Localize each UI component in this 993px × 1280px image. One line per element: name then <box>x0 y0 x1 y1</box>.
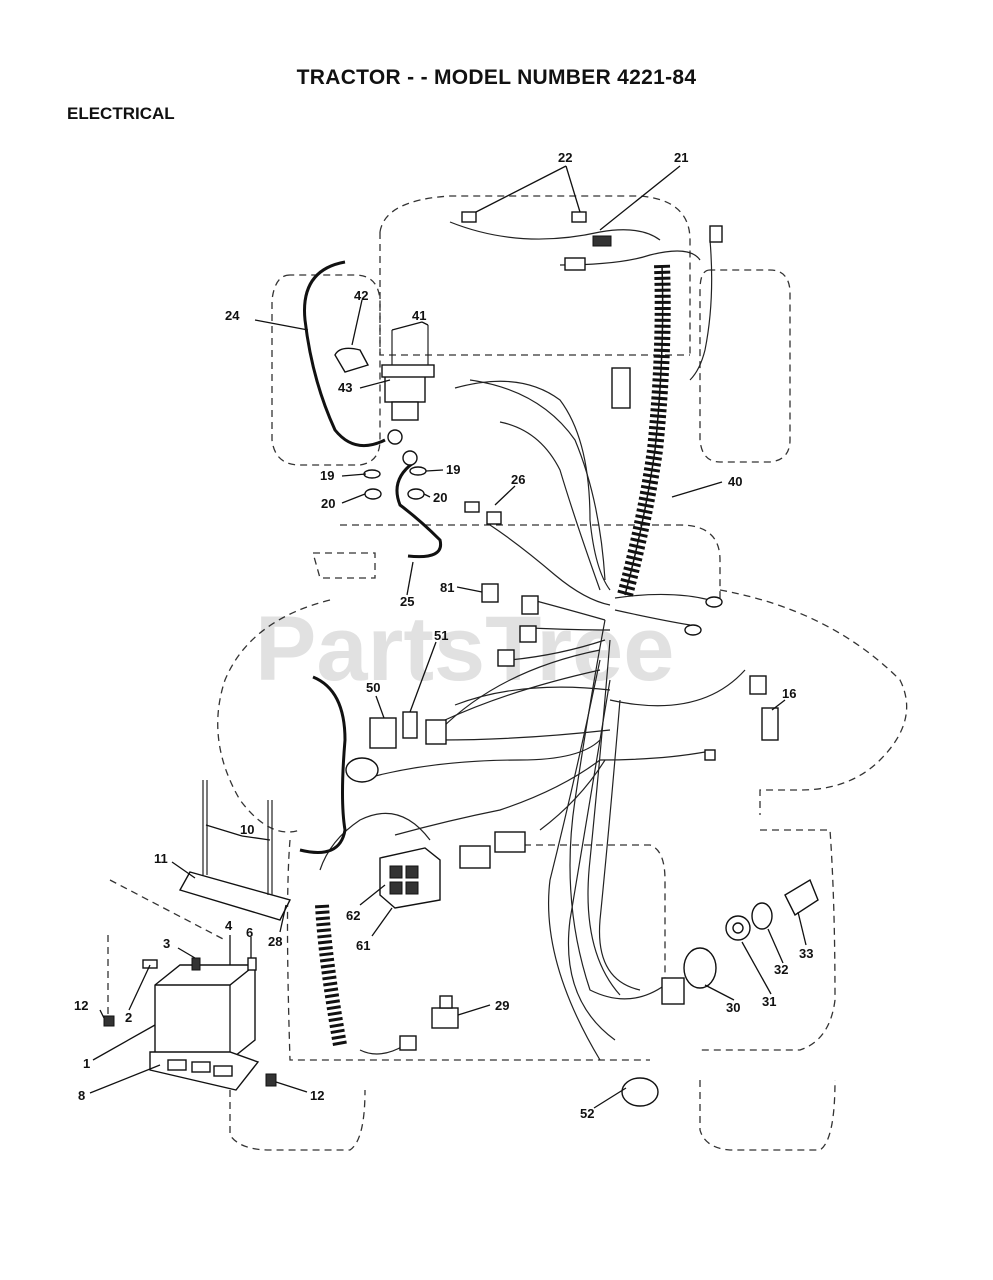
wiring-harness <box>319 221 746 1061</box>
callout-22: 22 <box>558 150 572 165</box>
callout-20-right: 20 <box>433 490 447 505</box>
callout-12-left: 12 <box>74 998 88 1013</box>
conduit-40 <box>617 264 671 598</box>
callout-50: 50 <box>366 680 380 695</box>
switch-parts <box>431 878 819 1107</box>
callout-labels: 22 21 42 41 24 43 19 19 20 20 26 40 25 8… <box>74 150 813 1121</box>
battery-cables <box>299 260 443 854</box>
callout-1: 1 <box>83 1056 90 1071</box>
solenoid-assembly <box>334 325 435 466</box>
callout-32: 32 <box>774 962 788 977</box>
callout-31: 31 <box>762 994 776 1009</box>
callout-25: 25 <box>400 594 414 609</box>
washers-nuts <box>363 466 427 500</box>
watermark-text: PartsTree <box>255 598 674 700</box>
conduit-battery <box>315 904 347 1047</box>
callout-3: 3 <box>163 936 170 951</box>
callout-33: 33 <box>799 946 813 961</box>
callout-19-left: 19 <box>320 468 334 483</box>
tractor-outline <box>107 195 908 1151</box>
callout-19-right: 19 <box>446 462 460 477</box>
callout-4: 4 <box>225 918 233 933</box>
callout-51: 51 <box>434 628 448 643</box>
callout-29: 29 <box>495 998 509 1013</box>
callout-62: 62 <box>346 908 360 923</box>
callout-30: 30 <box>726 1000 740 1015</box>
callout-41: 41 <box>412 308 426 323</box>
callout-11: 11 <box>154 851 168 866</box>
callout-43: 43 <box>338 380 352 395</box>
callout-42: 42 <box>354 288 368 303</box>
callout-24: 24 <box>225 308 240 323</box>
callout-16: 16 <box>782 686 796 701</box>
callout-40: 40 <box>728 474 742 489</box>
callout-12-right: 12 <box>310 1088 324 1103</box>
callout-2: 2 <box>125 1010 132 1025</box>
callout-21: 21 <box>674 150 688 165</box>
callout-26: 26 <box>511 472 525 487</box>
callout-8: 8 <box>78 1088 85 1103</box>
leader-lines <box>89 165 807 1109</box>
connectors <box>399 211 779 1051</box>
section-label: ELECTRICAL <box>67 104 175 123</box>
callout-20-left: 20 <box>321 496 335 511</box>
callout-52: 52 <box>580 1106 594 1121</box>
callout-6: 6 <box>246 925 253 940</box>
battery-assembly <box>103 780 292 1091</box>
callout-10: 10 <box>240 822 254 837</box>
callout-61: 61 <box>356 938 370 953</box>
seat-switch-50 <box>345 717 397 783</box>
callout-28: 28 <box>268 934 282 949</box>
callout-81: 81 <box>440 580 454 595</box>
ignition-switch-61 <box>379 847 441 909</box>
page-title: TRACTOR - - MODEL NUMBER 4221-84 <box>296 66 697 89</box>
